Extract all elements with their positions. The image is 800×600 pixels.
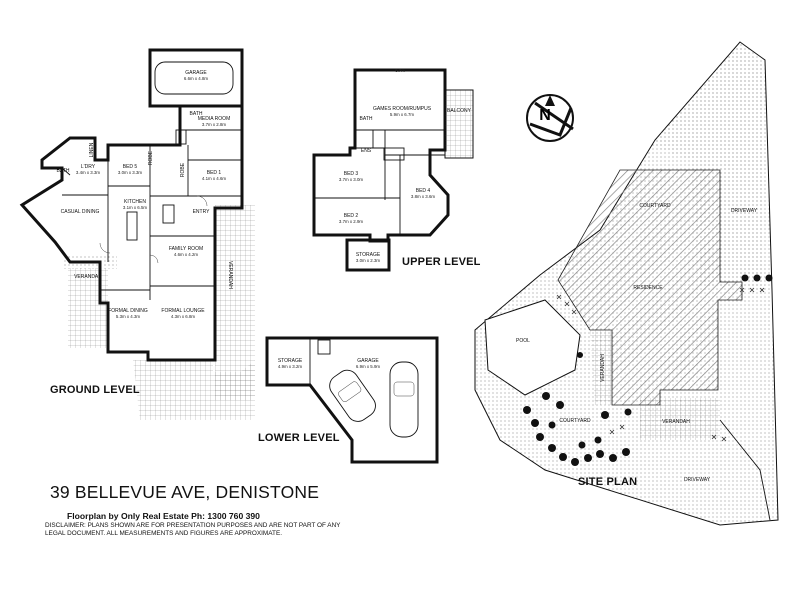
shrub-icons bbox=[556, 287, 765, 442]
site-label-courtyard-bottom: COURTYARD bbox=[559, 418, 591, 424]
lower-stairs-icon bbox=[317, 339, 331, 355]
room-size-bed4: 3.8m x 3.6m bbox=[411, 194, 435, 199]
lower-outline bbox=[265, 336, 439, 464]
room-label-bed5: BED 5 bbox=[123, 164, 138, 170]
room-label-balcony: BALCONY bbox=[447, 108, 472, 114]
stairs-icon bbox=[162, 204, 175, 224]
room-size-bed3: 3.7m x 3.0m bbox=[339, 177, 363, 182]
upper-outline bbox=[312, 68, 450, 243]
floorplan-credit: Floorplan by Only Real Estate Ph: 1300 7… bbox=[67, 511, 260, 521]
room-size-formal-lounge: 4.3m x 6.8m bbox=[171, 314, 195, 319]
room-label-robe1: ROBE bbox=[148, 150, 154, 165]
room-label-casual-dining: CASUAL DINING bbox=[61, 209, 100, 215]
room-label-bed1: BED 1 bbox=[207, 170, 222, 176]
site-label-verandah-bottom: VERANDAH bbox=[662, 419, 690, 425]
lawn-area bbox=[650, 45, 765, 290]
disclaimer-text: DISCLAIMER: PLANS SHOWN ARE FOR PRESENTA… bbox=[45, 522, 341, 538]
ground-outline bbox=[19, 104, 244, 362]
rear-paving bbox=[133, 360, 255, 420]
room-size-bed1: 4.1m x 4.6m bbox=[202, 176, 226, 181]
room-label-kitchen: KITCHEN bbox=[124, 199, 146, 205]
site-label-courtyard-top: COURTYARD bbox=[639, 203, 671, 209]
room-size-lower-storage: 4.9m x 3.2m bbox=[278, 364, 302, 369]
site-plan: N DRIVEWAY COURTYARD RESIDENCE POOL VERA… bbox=[474, 41, 779, 526]
room-label-entry: ENTRY bbox=[193, 209, 211, 215]
upper-dimension: 6.7m bbox=[395, 68, 405, 73]
upper-level-title: UPPER LEVEL bbox=[402, 256, 481, 268]
room-label-ens: ENS bbox=[361, 148, 372, 154]
room-size-games: 5.9m x 6.7m bbox=[390, 112, 414, 117]
lower-level-plan: STORAGE 4.9m x 3.2m GARAGE 6.9m x 5.9m bbox=[265, 336, 439, 464]
room-label-upper-bath: BATH bbox=[360, 116, 373, 122]
room-size-lower-garage: 6.9m x 5.9m bbox=[356, 364, 380, 369]
room-label-formal-dining: FORMAL DINING bbox=[108, 308, 148, 314]
compass-north-label: N bbox=[539, 107, 551, 124]
site-label-driveway-bottom: DRIVEWAY bbox=[684, 477, 711, 483]
room-size-bed5: 3.0m x 3.3m bbox=[118, 170, 142, 175]
room-label-bed4: BED 4 bbox=[416, 188, 431, 194]
site-label-driveway-top: DRIVEWAY bbox=[731, 208, 758, 214]
room-label-garage: GARAGE bbox=[185, 70, 207, 76]
room-size-upper-storage: 3.0m x 2.3m bbox=[356, 258, 380, 263]
room-label-formal-lounge: FORMAL LOUNGE bbox=[161, 308, 205, 314]
lower-level-title: LOWER LEVEL bbox=[258, 432, 340, 444]
room-size-bed2: 3.7m x 2.9m bbox=[339, 219, 363, 224]
site-label-residence: RESIDENCE bbox=[633, 285, 663, 291]
room-size-garage: 6.6m x 4.8m bbox=[184, 76, 208, 81]
room-label-lower-storage: STORAGE bbox=[278, 358, 303, 364]
room-label-robe2: ROBE bbox=[180, 162, 186, 177]
room-size-kitchen: 3.1m x 6.5m bbox=[123, 205, 147, 210]
room-label-bath-left: BATH bbox=[57, 168, 70, 174]
tree-icons bbox=[523, 274, 773, 466]
ground-level-title: GROUND LEVEL bbox=[50, 384, 140, 396]
room-label-lower-garage: GARAGE bbox=[357, 358, 379, 364]
door-arcs bbox=[99, 195, 208, 264]
car-icon bbox=[154, 61, 234, 95]
room-label-family: FAMILY ROOM bbox=[169, 246, 203, 252]
stairs-icon bbox=[175, 129, 187, 145]
driveway-edge bbox=[719, 419, 771, 521]
site-label-pool: POOL bbox=[516, 338, 530, 344]
storage-walls bbox=[345, 238, 391, 272]
room-label-media: MEDIA ROOM bbox=[198, 116, 231, 122]
verandah-site bbox=[590, 330, 612, 405]
pool-outline bbox=[484, 299, 581, 396]
balcony-deck bbox=[444, 89, 474, 159]
room-size-formal-dining: 5.3m x 4.3m bbox=[116, 314, 140, 319]
verandah-paving-left bbox=[68, 268, 108, 348]
kitchen-island bbox=[126, 211, 138, 241]
upper-stairs-icon bbox=[383, 147, 405, 161]
room-label-ldry: L'DRY bbox=[81, 164, 96, 170]
room-size-ldry: 3.4m x 3.3m bbox=[76, 170, 100, 175]
verandah-site-bottom bbox=[640, 398, 720, 440]
room-label-verandah-left: VERANDAH bbox=[74, 274, 102, 280]
room-label-upper-storage: STORAGE bbox=[356, 252, 381, 258]
room-label-linen: LINEN bbox=[89, 142, 95, 157]
room-label-verandah-right: VERANDAH bbox=[227, 261, 233, 289]
car-icon bbox=[389, 361, 419, 438]
ground-level-plan: GARAGE 6.6m x 4.8m MEDIA ROOM 3.7m x 2.8… bbox=[19, 48, 255, 420]
room-label-games: GAMES ROOM/RUMPUS bbox=[373, 106, 432, 112]
room-size-media: 3.7m x 2.8m bbox=[202, 122, 226, 127]
room-label-bath-top: BATH bbox=[190, 111, 203, 117]
upper-level-plan: 6.7m GAMES ROOM/RUMPUS 5.9m x 6.7m BALCO… bbox=[312, 68, 474, 272]
upper-interior-walls bbox=[314, 129, 445, 235]
room-label-bed3: BED 3 bbox=[344, 171, 359, 177]
room-label-bed2: BED 2 bbox=[344, 213, 359, 219]
property-address: 39 BELLEVUE AVE, DENISTONE bbox=[50, 482, 320, 502]
ground-interior-walls bbox=[61, 106, 242, 300]
site-plan-title: SITE PLAN bbox=[578, 476, 638, 488]
north-compass-icon bbox=[526, 94, 574, 142]
room-size-family: 4.6m x 4.2m bbox=[174, 252, 198, 257]
site-label-verandah-vertical: VERANDAH bbox=[600, 354, 606, 382]
car-icon bbox=[329, 369, 376, 422]
